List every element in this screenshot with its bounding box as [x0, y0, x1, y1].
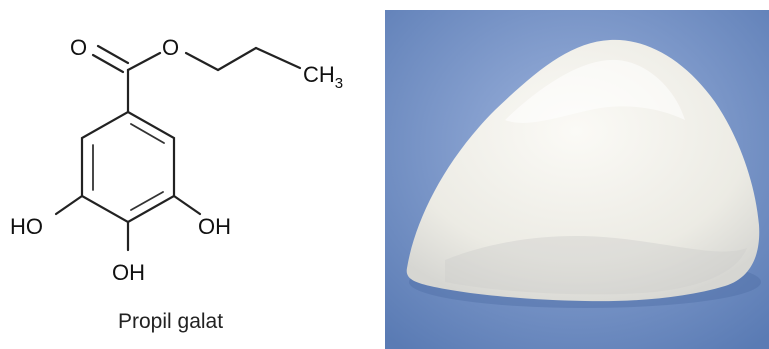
carbonyl-bond-1 [91, 53, 125, 74]
methyl-subscript: 3 [335, 75, 343, 92]
benzene-ring [80, 110, 176, 224]
hydroxyl-bottom: OH [112, 260, 145, 285]
hydroxyl-right-bond [172, 194, 202, 216]
hydroxyl-left-bond [54, 194, 84, 216]
powder-shade [445, 236, 747, 295]
carbonyl-oxygen: O [70, 35, 87, 60]
chain-bond-1 [184, 51, 220, 72]
hydroxyl-left: HO [10, 214, 43, 239]
carbonyl-bond-2 [96, 44, 130, 65]
ring-double-1 [130, 123, 165, 144]
powder-photo [385, 10, 769, 349]
chain-bond-3 [254, 46, 302, 70]
methyl-ch: CH [303, 62, 335, 87]
ester-bond [126, 51, 162, 72]
hydroxyl-right: OH [198, 214, 231, 239]
methyl-group: CH3 [303, 62, 343, 92]
ring-double-2 [130, 191, 164, 211]
powder-highlight [505, 59, 685, 123]
ester-oxygen: O [162, 35, 179, 60]
chain-bond-2 [216, 46, 258, 72]
molecule-name: Propil galat [118, 310, 224, 333]
propyl-gallate-structure: O O CH3 HO OH OH [10, 35, 343, 285]
